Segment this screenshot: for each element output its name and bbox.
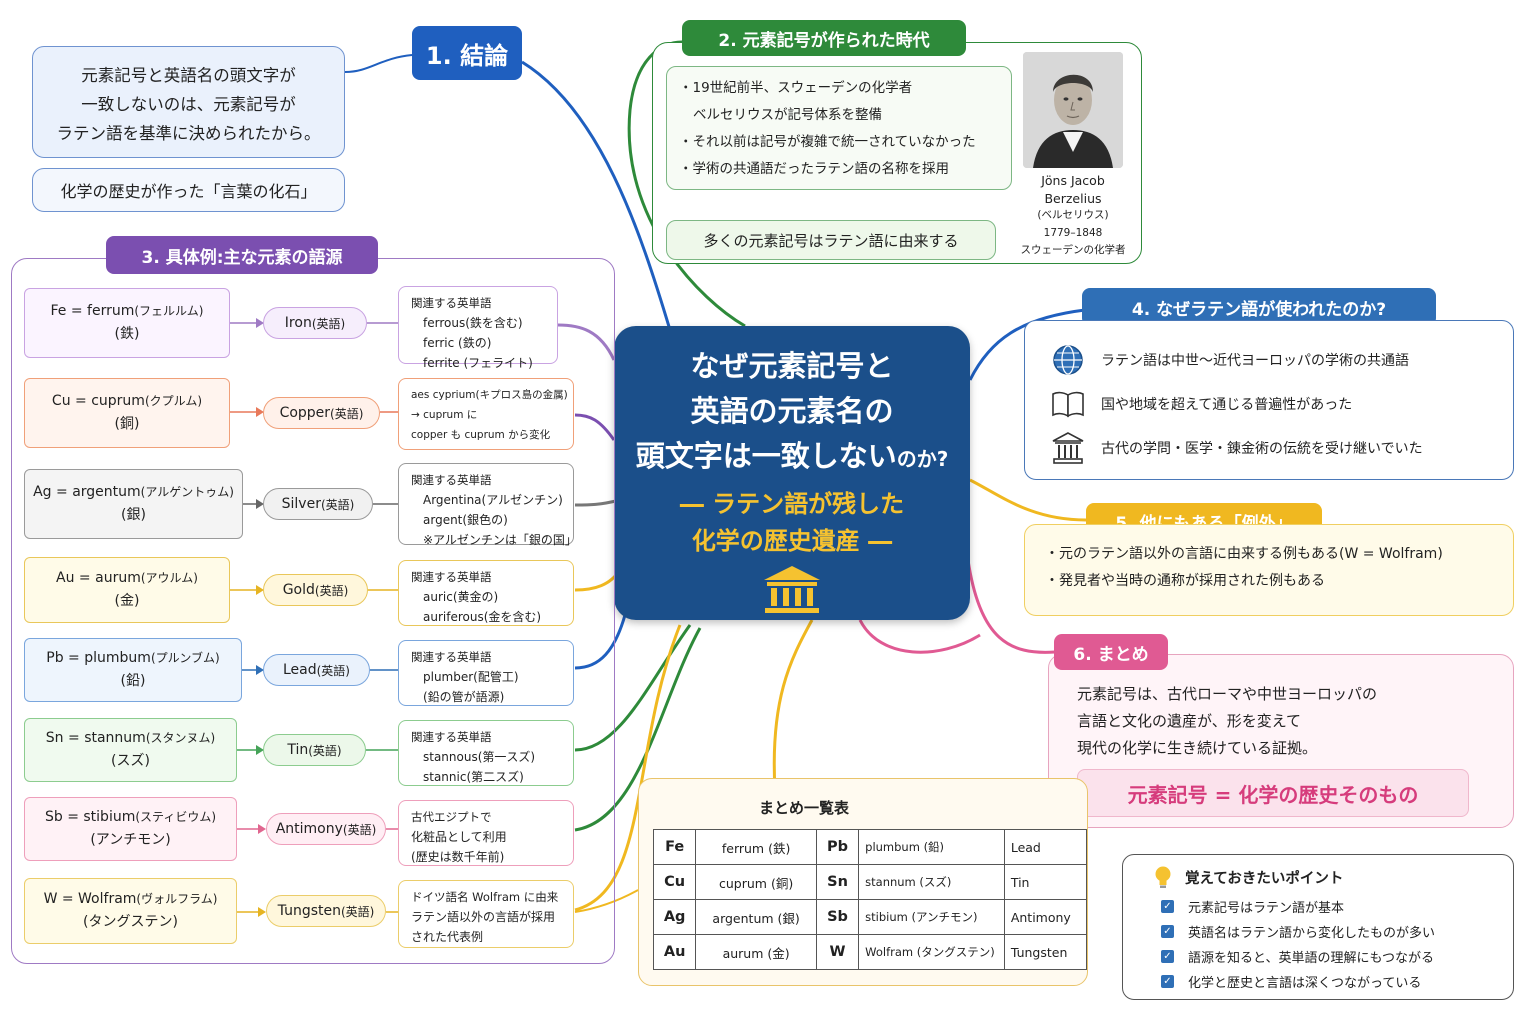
key-point-item: ✓語源を知ると、英単語の理解にもつながる: [1161, 947, 1434, 966]
lightbulb-icon: [1155, 866, 1171, 888]
central-topic: なぜ元素記号と 英語の元素名の 頭文字は一致しないのか? ― ラテン語が残した …: [614, 326, 970, 620]
element-latin-box: Ag = argentum(アルゲントゥム)(銀): [24, 469, 243, 539]
table-cell: ferrum (鉄): [695, 829, 817, 865]
checkbox-icon: ✓: [1161, 900, 1174, 913]
element-latin-box: Cu = cuprum(クプルム)(銅): [24, 378, 230, 448]
english-name-pill: Gold(英語): [263, 574, 368, 606]
element-latin-box: Sb = stibium(スティビウム)(アンチモン): [24, 797, 237, 861]
summary-table-title: まとめ一覧表: [758, 799, 849, 817]
book-icon: [1052, 391, 1084, 418]
element-latin-box: Pb = plumbum(プルンブム)(鉛): [24, 638, 242, 702]
key-point-item: ✓元素記号はラテン語が基本: [1161, 897, 1344, 916]
link-center-pink: [858, 619, 981, 654]
globe-icon: [1053, 345, 1083, 375]
header-conclusion: 1. 結論: [412, 26, 522, 80]
portrait-caption: Jöns Jacob Berzelius (ベルセリウス) 1779–1848 …: [1020, 173, 1126, 256]
english-name-pill: Lead(英語): [263, 654, 370, 686]
museum-icon: [1052, 432, 1084, 464]
table-cell: plumbum (鉛): [858, 829, 1005, 865]
table-cell: cuprum (銅): [695, 864, 817, 900]
table-cell: Tungsten: [1003, 934, 1088, 970]
table-cell-symbol: Cu: [652, 864, 697, 900]
table-cell-symbol: Au: [652, 934, 697, 970]
checkbox-icon: ✓: [1161, 925, 1174, 938]
table-cell: Tin: [1003, 864, 1088, 900]
era-conclusion: 多くの元素記号はラテン語に由来する: [666, 220, 996, 260]
table-cell: Lead: [1003, 829, 1088, 865]
table-cell: Antimony: [1003, 899, 1088, 935]
table-cell: Wolfram (タングステン): [858, 934, 1005, 970]
table-cell-symbol: Sb: [815, 899, 860, 935]
header-summary: 6. まとめ: [1054, 634, 1168, 670]
english-name-pill: Tungsten(英語): [266, 895, 386, 927]
table-cell: stannum (スズ): [858, 864, 1005, 900]
table-cell-symbol: W: [815, 934, 860, 970]
checkbox-icon: ✓: [1161, 950, 1174, 963]
english-name-pill: Tin(英語): [263, 734, 366, 766]
table-cell: argentum (銀): [695, 899, 817, 935]
table-cell: stibium (アンチモン): [858, 899, 1005, 935]
element-latin-box: Sn = stannum(スタンヌム)(スズ): [24, 718, 237, 782]
element-latin-box: Au = aurum(アウルム)(金): [24, 557, 230, 623]
header-why-latin: 4. なぜラテン語が使われたのか?: [1082, 288, 1436, 326]
table-cell-symbol: Sn: [815, 864, 860, 900]
table-cell-symbol: Ag: [652, 899, 697, 935]
conclusion-box: 元素記号と英語名の頭文字が 一致しないのは、元素記号が ラテン語を基準に決められ…: [32, 46, 345, 158]
key-point-item: ✓英語名はラテン語から変化したものが多い: [1161, 922, 1435, 941]
why-latin-item-3: 古代の学問・医学・錬金術の伝統を受け継いでいた: [1051, 431, 1423, 465]
related-words-box: ドイツ語名 Wolfram に由来ラテン語以外の言語が採用された代表例: [398, 880, 574, 948]
table-cell-symbol: Pb: [815, 829, 860, 865]
central-subtitle: ― ラテン語が残した 化学の歴史遺産 ―: [679, 490, 905, 555]
key-point-item: ✓化学と歴史と言語は深くつながっている: [1161, 972, 1421, 991]
central-title: なぜ元素記号と 英語の元素名の 頭文字は一致しないのか?: [635, 349, 949, 473]
english-name-pill: Silver(英語): [263, 488, 373, 520]
element-latin-box: W = Wolfram(ヴォルフラム)(タングステン): [24, 878, 237, 944]
era-bullets: ・19世紀前半、スウェーデンの化学者 ベルセリウスが記号体系を整備 ・それ以前は…: [666, 66, 1012, 190]
header-era: 2. 元素記号が作られた時代: [682, 20, 966, 56]
related-words-box: 古代エジプトで化粧品として利用(歴史は数千年前): [398, 800, 574, 866]
berzelius-portrait: [1023, 52, 1123, 168]
why-latin-item-1: ラテン語は中世〜近代ヨーロッパの学術の共通語: [1051, 343, 1409, 377]
fossil-box: 化学の歴史が作った「言葉の化石」: [32, 168, 345, 212]
key-points-title: 覚えておきたいポイント: [1185, 871, 1344, 887]
table-cell-symbol: Fe: [652, 829, 697, 865]
table-cell: aurum (金): [695, 934, 817, 970]
summary-box: 元素記号は、古代ローマや中世ヨーロッパの 言語と文化の遺産が、形を変えて 現代の…: [1048, 654, 1514, 828]
link-conclusion-box: [344, 54, 413, 73]
why-latin-box: ラテン語は中世〜近代ヨーロッパの学術の共通語 国や地域を超えて通じる普遍性があっ…: [1024, 320, 1514, 480]
english-name-pill: Iron(英語): [263, 307, 367, 339]
checkbox-icon: ✓: [1161, 975, 1174, 988]
english-name-pill: Antimony(英語): [266, 813, 386, 845]
exceptions-box: ・元のラテン語以外の言語に由来する例もある(W = Wolfram) ・発見者や…: [1024, 524, 1514, 616]
why-latin-item-2: 国や地域を超えて通じる普遍性があった: [1051, 389, 1352, 419]
element-latin-box: Fe = ferrum(フェルルム)(鉄): [24, 288, 230, 358]
link-to-exceptions: [969, 478, 1087, 522]
link-to-table: [772, 619, 814, 791]
header-examples: 3. 具体例:主な元素の語源: [106, 236, 378, 274]
summary-equation: 元素記号 = 化学の歴史そのもの: [1077, 769, 1469, 817]
english-name-pill: Copper(英語): [263, 397, 380, 429]
temple-icon: [764, 566, 820, 613]
portrait-icon: [1023, 52, 1123, 168]
key-points-box: 覚えておきたいポイント ✓元素記号はラテン語が基本 ✓英語名はラテン語から変化した…: [1122, 854, 1514, 1000]
